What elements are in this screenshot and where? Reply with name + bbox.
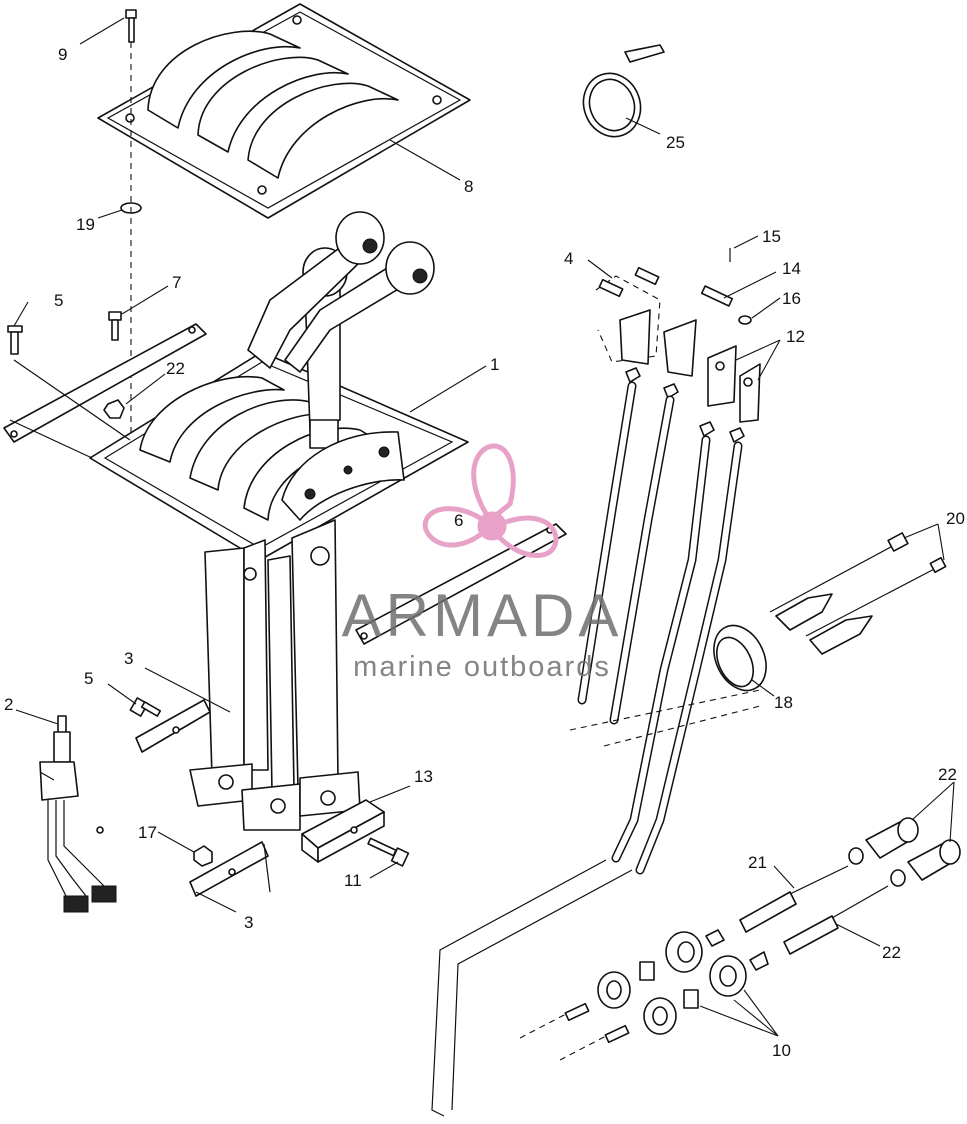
control-box-body	[89, 211, 469, 831]
side-bar-left	[3, 323, 207, 443]
screw-6	[7, 325, 23, 355]
callout-5-text: 5	[84, 669, 93, 688]
nut-24	[103, 399, 125, 419]
nut-18	[193, 845, 213, 867]
armada-watermark: ARMADA marine outboards	[342, 443, 623, 683]
top-cover-plate	[97, 3, 471, 219]
screw-12	[367, 837, 410, 867]
callout-18: 17	[138, 823, 157, 842]
callout-15: 14	[782, 259, 801, 278]
rod-end-22-lower	[783, 885, 889, 955]
callout-10: 9	[58, 45, 67, 64]
propeller-logo-icon	[422, 443, 559, 558]
callout-12: 11	[344, 871, 362, 890]
callout-22-upper: 21	[748, 853, 767, 872]
plate-3-lower	[189, 841, 269, 897]
clevis-13	[707, 345, 761, 423]
plate-3-upper	[135, 699, 211, 753]
callout-23: 22	[938, 765, 957, 784]
callout-17: 16	[782, 289, 801, 308]
grommet-19	[713, 624, 767, 692]
screw-10	[125, 9, 137, 43]
callout-4: 4	[564, 249, 573, 268]
callout-25: 25	[666, 133, 685, 152]
callout-6: 5	[54, 291, 63, 310]
watermark-brand: ARMADA	[342, 582, 623, 649]
callout-13: 12	[786, 327, 805, 346]
pin-15	[700, 285, 734, 307]
callout-11: 10	[772, 1041, 791, 1060]
bushings-11	[519, 929, 769, 1061]
fitting-23	[848, 817, 961, 887]
callout-3-lower: 3	[244, 913, 253, 932]
cable-end-21	[769, 532, 947, 655]
watermark-tagline: marine outboards	[353, 651, 611, 683]
callout-labels: 9 8 19 5 7 22 1 25 4 15 14 16 12 6 20 3 …	[4, 45, 965, 1060]
callout-2: 2	[4, 695, 13, 714]
callout-21: 20	[946, 509, 965, 528]
control-cables	[431, 381, 761, 1117]
block-14	[301, 799, 385, 863]
callout-24: 22	[166, 359, 185, 378]
callout-1: 1	[490, 355, 499, 374]
rod-end-22-upper	[739, 865, 849, 933]
callout-19: 18	[774, 693, 793, 712]
washer-17	[738, 315, 752, 325]
callout-14: 13	[414, 767, 433, 786]
callout-20: 19	[76, 215, 95, 234]
callout-3-upper: 3	[124, 649, 133, 668]
screw-8	[108, 311, 122, 341]
screw-5	[129, 697, 162, 717]
side-bar-right	[355, 523, 567, 645]
callout-7: 6	[454, 511, 463, 530]
cable-clevis-4	[595, 266, 697, 377]
cable-tie-25	[582, 44, 665, 138]
callout-22-lower-text: 22	[882, 943, 901, 962]
neutral-switch-2	[39, 715, 117, 913]
leader-lines	[13, 17, 955, 1037]
callout-8: 7	[172, 273, 181, 292]
callout-16: 15	[762, 227, 781, 246]
callout-9: 8	[464, 177, 473, 196]
